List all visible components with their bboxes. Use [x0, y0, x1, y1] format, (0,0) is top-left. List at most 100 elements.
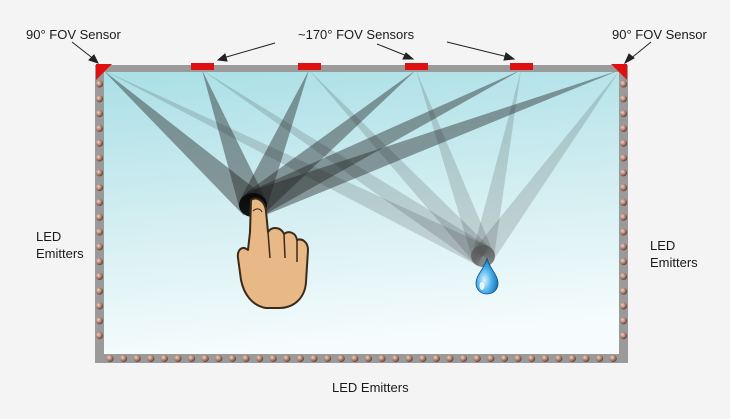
touch-screen-area	[102, 70, 621, 358]
led-emitter-30	[619, 287, 628, 295]
droplet-beam-3	[309, 70, 492, 264]
touch-beam-4	[244, 70, 416, 216]
led-emitter-22	[619, 228, 628, 236]
led-emitter-53	[324, 354, 332, 363]
led-emitter-27	[95, 272, 104, 280]
led-emitter-11	[95, 154, 104, 162]
wide-sensor-4	[510, 63, 533, 70]
led-right-line2: Emitters	[650, 255, 698, 270]
led-emitter-32	[619, 302, 628, 310]
led-right-label: LED Emitters	[650, 237, 698, 271]
led-emitter-64	[473, 354, 481, 363]
led-emitter-56	[364, 354, 372, 363]
led-emitter-24	[619, 243, 628, 251]
led-emitter-17	[95, 198, 104, 206]
led-emitter-13	[95, 169, 104, 177]
led-emitter-25	[95, 258, 104, 266]
led-emitter-20	[619, 213, 628, 221]
led-emitter-67	[514, 354, 522, 363]
led-emitter-54	[337, 354, 345, 363]
touch-beam-2	[202, 70, 267, 210]
led-emitter-18	[619, 198, 628, 206]
led-emitter-39	[133, 354, 141, 363]
led-emitter-14	[619, 169, 628, 177]
led-emitter-47	[242, 354, 250, 363]
finger-hand-icon	[236, 197, 309, 309]
droplet-beam-2	[202, 70, 490, 266]
led-emitter-4	[619, 95, 628, 103]
led-emitter-41	[160, 354, 168, 363]
led-emitter-59	[405, 354, 413, 363]
led-emitter-74	[609, 354, 617, 363]
touch-beam-5	[246, 70, 521, 218]
led-left-label: LED Emitters	[36, 228, 84, 262]
led-emitter-7	[95, 124, 104, 132]
led-emitter-38	[120, 354, 128, 363]
led-emitter-26	[619, 258, 628, 266]
led-emitter-3	[95, 95, 104, 103]
touch-beam-6	[248, 70, 621, 219]
led-bottom-label: LED Emitters	[332, 380, 409, 395]
led-emitter-73	[596, 354, 604, 363]
wide-sensor-1	[191, 63, 214, 70]
led-emitter-12	[619, 154, 628, 162]
led-emitter-6	[619, 110, 628, 118]
sensor-beams	[103, 70, 621, 266]
frame-bottom	[95, 354, 628, 363]
led-emitter-15	[95, 184, 104, 192]
led-emitter-19	[95, 213, 104, 221]
led-emitter-69	[541, 354, 549, 363]
fov170-label: ~170° FOV Sensors	[298, 27, 415, 42]
led-emitter-51	[296, 354, 304, 363]
led-emitter-44	[201, 354, 209, 363]
touch-beam-1	[103, 70, 263, 216]
led-emitter-45	[215, 354, 223, 363]
led-emitter-55	[351, 354, 359, 363]
led-emitter-33	[95, 317, 104, 325]
led-emitter-62	[446, 354, 454, 363]
corner-sensor-right	[611, 64, 627, 80]
corner-sensor-left	[96, 64, 112, 80]
led-emitter-9	[95, 139, 104, 147]
led-left-line1: LED	[36, 229, 62, 244]
led-emitter-42	[174, 354, 182, 363]
fov90-left-label: 90° FOV Sensor	[26, 27, 121, 42]
led-emitter-28	[619, 272, 628, 280]
led-emitter-37	[106, 354, 114, 363]
wide-sensor-3	[405, 63, 428, 70]
led-emitter-10	[619, 139, 628, 147]
fov90-right-label: 90° FOV Sensor	[612, 27, 707, 42]
touch-beam-3	[240, 70, 309, 211]
led-emitter-72	[582, 354, 590, 363]
led-emitter-36	[619, 332, 628, 340]
led-emitter-48	[256, 354, 264, 363]
led-emitter-60	[419, 354, 427, 363]
led-emitter-63	[460, 354, 468, 363]
led-emitter-5	[95, 110, 104, 118]
led-emitter-35	[95, 332, 104, 340]
led-emitter-1	[95, 80, 104, 88]
led-emitter-71	[568, 354, 577, 363]
led-emitter-23	[95, 243, 104, 251]
led-emitter-66	[500, 354, 508, 363]
led-emitter-31	[95, 302, 104, 310]
led-left-line2: Emitters	[36, 246, 84, 261]
led-emitter-61	[432, 354, 440, 363]
droplet-beam-6	[474, 70, 620, 263]
led-emitter-8	[619, 124, 628, 132]
led-emitter-2	[619, 80, 628, 88]
led-emitter-57	[378, 354, 386, 363]
led-emitter-58	[392, 354, 400, 363]
droplet-shadow	[471, 245, 495, 267]
sensors	[96, 63, 627, 80]
frame-top	[96, 65, 628, 72]
led-emitter-21	[95, 228, 104, 236]
led-emitter-70	[555, 354, 563, 363]
led-emitter-68	[528, 354, 536, 363]
led-emitter-40	[147, 354, 155, 363]
droplet-beam-1	[103, 70, 488, 266]
callout-arrows	[71, 41, 652, 65]
droplet-beam-4	[416, 70, 494, 260]
led-emitter-34	[619, 317, 628, 325]
